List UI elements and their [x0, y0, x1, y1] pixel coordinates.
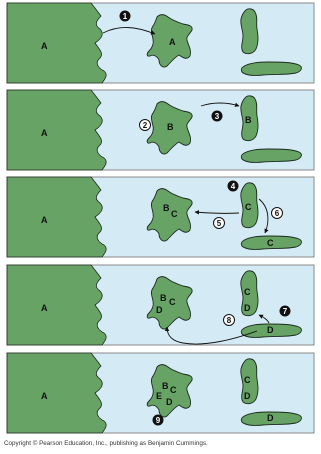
island-long-label: C	[267, 238, 274, 248]
step-number: 1	[123, 12, 128, 21]
step-number: 4	[231, 182, 236, 191]
island-letter: E	[156, 391, 162, 401]
step-number: 7	[283, 307, 288, 316]
island-letter: C	[169, 297, 176, 307]
step-number: 3	[215, 112, 220, 121]
panel-3: A BC C C 4 5 6	[7, 177, 314, 257]
island-long-label: D	[267, 325, 274, 335]
island-letter: C	[244, 375, 251, 385]
island-letter: C	[171, 209, 178, 219]
island-large-label: A	[169, 37, 176, 47]
island-letter: C	[244, 287, 251, 297]
mainland-label: A	[41, 391, 48, 401]
island-letter: B	[163, 203, 170, 213]
island-tall-label: C	[245, 202, 252, 212]
island-tall-label: B	[245, 115, 252, 125]
step-number: 6	[275, 209, 280, 218]
step-number: 8	[227, 316, 232, 325]
step-number: 2	[143, 121, 148, 130]
island-long	[241, 149, 301, 162]
mainland	[7, 90, 106, 170]
mainland-label: A	[41, 128, 48, 138]
mainland-label: A	[41, 303, 48, 313]
island-long-label: D	[267, 413, 274, 423]
panel-1: A A 1	[7, 3, 314, 83]
step-number: 9	[156, 416, 161, 425]
mainland-label: A	[41, 41, 48, 51]
island-large-label: B	[167, 122, 174, 132]
mainland	[7, 3, 106, 83]
island-letter: D	[156, 305, 163, 315]
mainland-label: A	[41, 215, 48, 225]
island-letter: D	[166, 397, 173, 407]
copyright-notice: Copyright © Pearson Education, Inc., pub…	[4, 440, 208, 447]
mainland	[7, 265, 106, 345]
island-letter: B	[162, 381, 169, 391]
island-tall	[241, 9, 258, 54]
island-letter: C	[170, 385, 177, 395]
island-long	[241, 62, 301, 75]
mainland	[7, 177, 106, 257]
island-letter: B	[160, 293, 167, 303]
island-letter: D	[244, 391, 251, 401]
mainland	[7, 353, 106, 433]
island-letter: D	[244, 303, 251, 313]
step-number: 5	[217, 219, 222, 228]
panel-2: A B B 2 3	[7, 90, 314, 170]
